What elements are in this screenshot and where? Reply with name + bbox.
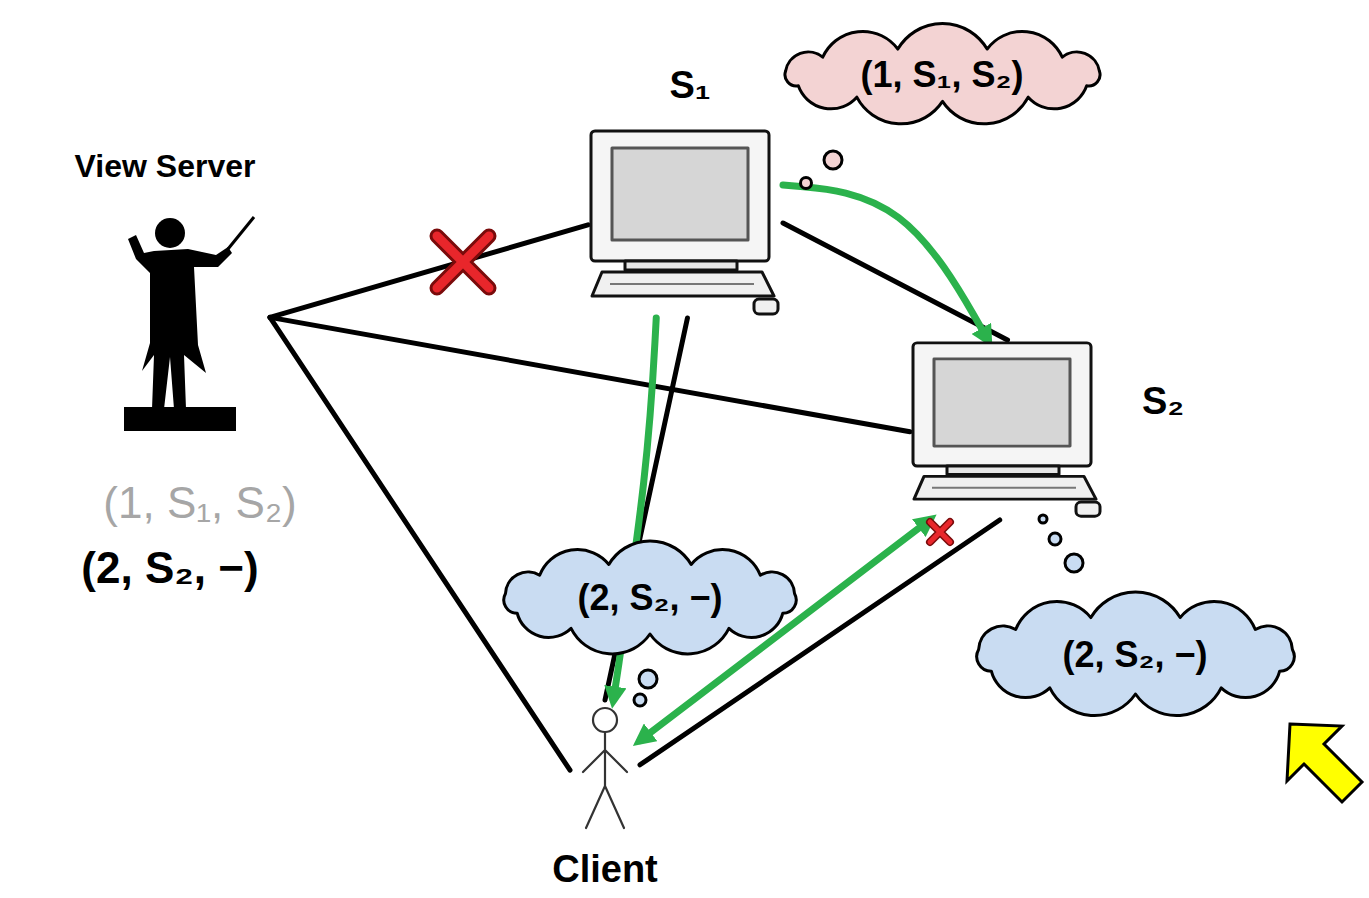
- small-cross-outline: [930, 522, 950, 542]
- node-label: Client: [552, 848, 658, 892]
- failure-cross-outline: [437, 236, 489, 288]
- mouse: [1076, 502, 1100, 516]
- computer-icon: [588, 128, 783, 318]
- conductor-silhouette: [124, 217, 254, 431]
- stick-figure: [583, 708, 627, 828]
- screen: [612, 148, 748, 240]
- thought-cloud: (2, S₂, −): [480, 541, 820, 656]
- view-tuple: (2, S₂, −): [1062, 634, 1207, 675]
- server-node: S₁: [588, 128, 783, 318]
- cloud-outline: [504, 540, 796, 653]
- network-link: [783, 223, 1008, 340]
- network-link: [270, 317, 570, 770]
- monitor: [591, 131, 769, 261]
- monitor: [913, 343, 1091, 466]
- screen: [934, 359, 1070, 446]
- node-label: View Server: [75, 148, 256, 185]
- head: [155, 218, 185, 248]
- thought-dot: [824, 151, 842, 169]
- keyboard: [914, 476, 1096, 499]
- view-tuple: (2, S₂, −): [81, 543, 258, 594]
- node-label: S₂: [1142, 380, 1184, 424]
- head: [593, 708, 617, 732]
- thought-dot: [1065, 554, 1083, 572]
- thought-dot: [1039, 515, 1047, 523]
- thought-dot: [1049, 533, 1061, 545]
- cloud-outline: [976, 592, 1293, 716]
- view-tuple: (2, S₂, −): [577, 577, 722, 618]
- mouse: [754, 299, 778, 314]
- network-link: [270, 225, 588, 318]
- view-server-node: View Server(1, S₁, S₂)(2, S₂, −): [120, 195, 270, 435]
- client-node: Client: [570, 700, 640, 835]
- thought-dot: [639, 670, 657, 688]
- monitor-base: [625, 261, 737, 270]
- thought-dot: [801, 178, 812, 189]
- body: [128, 235, 232, 409]
- view-tuple: (1, S₁, S₂): [861, 54, 1024, 95]
- cloud-outline: [784, 24, 1099, 124]
- node-label: S₁: [669, 64, 710, 108]
- failure-cross: [437, 236, 489, 288]
- message-arrow: [783, 185, 988, 340]
- computer-icon: [910, 340, 1105, 520]
- thought-dot: [634, 694, 646, 706]
- baton: [228, 217, 254, 249]
- thought-cloud: (2, S₂, −): [953, 594, 1318, 716]
- computer-drawing: [591, 131, 778, 314]
- pointer-arrow: [1287, 724, 1362, 802]
- body: [583, 732, 627, 828]
- keyboard-keys: [932, 487, 1076, 489]
- conductor-icon: [120, 195, 270, 435]
- network-link: [270, 317, 910, 431]
- monitor-base: [947, 466, 1059, 475]
- small-cross-mark: [930, 522, 950, 542]
- keyboard: [592, 272, 774, 296]
- person-icon: [570, 700, 640, 835]
- server-node: S₂: [910, 340, 1105, 520]
- podium: [124, 407, 236, 431]
- thought-cloud: (1, S₁, S₂): [760, 26, 1125, 123]
- small-failure-cross: [930, 522, 950, 542]
- view-tuple: (1, S₁, S₂): [103, 478, 296, 529]
- computer-drawing: [913, 343, 1100, 516]
- failure-cross-mark: [437, 236, 489, 288]
- keyboard-keys: [610, 283, 754, 285]
